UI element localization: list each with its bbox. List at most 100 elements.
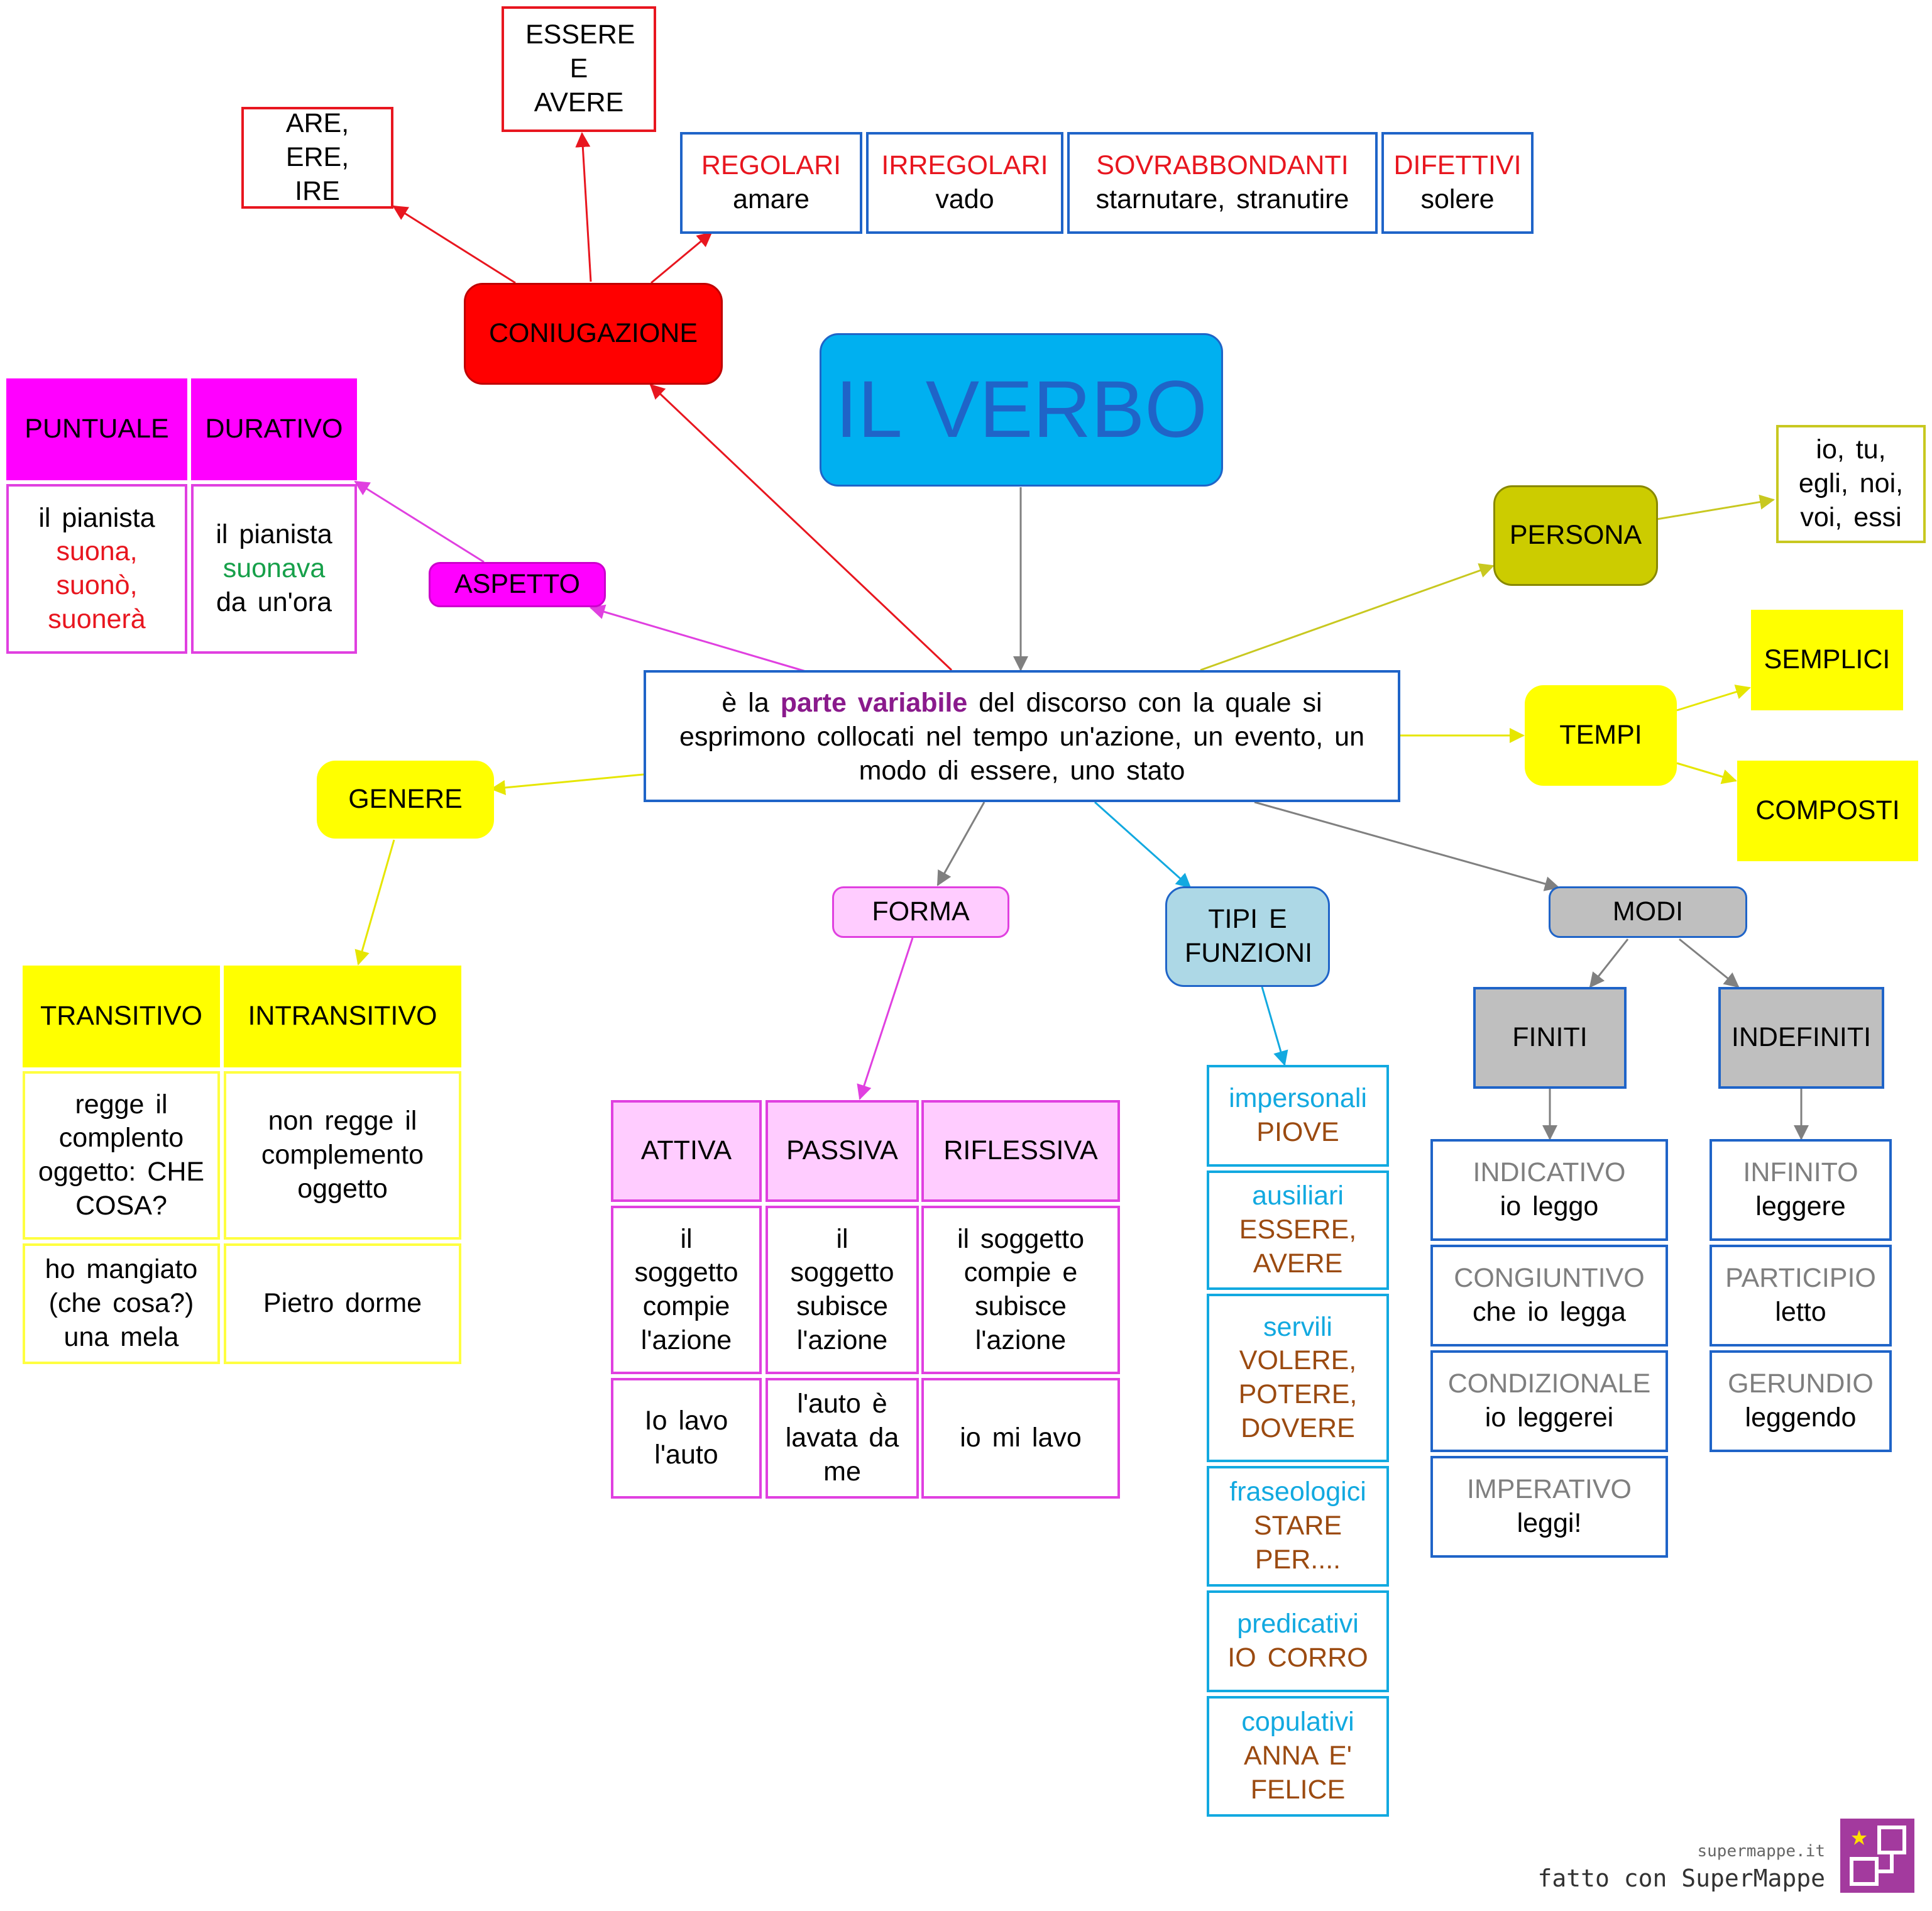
footer-site: supermappe.it <box>1697 1842 1826 1861</box>
coniugazione-label: CONIUGAZIONE <box>488 318 698 349</box>
attiva-def-text: il soggetto compie l'azione <box>634 1223 738 1355</box>
modi-node: MODI <box>1549 886 1747 938</box>
are-ere-ire-node: ARE, ERE, IRE <box>241 107 393 209</box>
essere-avere-text: ESSERE E AVERE <box>525 19 635 118</box>
sovrabbondanti-node: SOVRABBONDANTI starnutare, stranutire <box>1067 132 1378 234</box>
attiva-header: ATTIVA <box>611 1100 762 1202</box>
impersonali-label: impersonali <box>1229 1083 1367 1114</box>
durativo-example-a: il pianista <box>216 519 332 550</box>
definition-highlight: parte variabile <box>780 688 968 718</box>
composti-label: COMPOSTI <box>1755 795 1900 826</box>
tipi-predicativi: predicativi IO CORRO <box>1207 1590 1389 1692</box>
are-ere-ire-text: ARE, ERE, IRE <box>285 108 349 206</box>
semplici-node: SEMPLICI <box>1751 610 1903 710</box>
tipi-fraseologici: fraseologici STARE PER.... <box>1207 1466 1389 1587</box>
condizionale-label: CONDIZIONALE <box>1447 1369 1651 1399</box>
modo-indicativo: INDICATIVO io leggo <box>1430 1139 1668 1241</box>
regolari-label: REGOLARI <box>701 150 842 181</box>
durativo-example: il pianista suonava da un'ora <box>191 484 357 654</box>
copulativi-example: ANNA E' FELICE <box>1244 1741 1352 1805</box>
intransitivo-label: INTRANSITIVO <box>248 1001 437 1032</box>
modo-participio: PARTICIPIO letto <box>1710 1245 1892 1347</box>
intransitivo-definition: non regge il complemento oggetto <box>224 1071 461 1240</box>
regolari-example: amare <box>733 184 810 214</box>
title-node: IL VERBO <box>820 333 1223 487</box>
puntuale-example: il pianista suona, suonò, suonerà <box>6 484 187 654</box>
forma-node: FORMA <box>832 886 1009 938</box>
regolari-node: REGOLARI amare <box>680 132 862 234</box>
servili-example: VOLERE, POTERE, DOVERE <box>1238 1345 1358 1443</box>
supermappe-logo-icon <box>1840 1819 1914 1893</box>
tempi-node: TEMPI <box>1525 685 1677 786</box>
ausiliari-label: ausiliari <box>1252 1181 1344 1211</box>
genere-label: GENERE <box>348 784 463 815</box>
modo-imperativo: IMPERATIVO leggi! <box>1430 1456 1668 1558</box>
participio-example: letto <box>1775 1297 1826 1327</box>
tipi-node: TIPI E FUNZIONI <box>1165 886 1330 987</box>
irregolari-example: vado <box>935 184 994 214</box>
footer: supermappe.it fatto con SuperMappe <box>1537 1842 1825 1892</box>
durativo-example-b: suonava <box>222 553 326 584</box>
irregolari-label: IRREGOLARI <box>881 150 1048 181</box>
gerundio-example: leggendo <box>1745 1402 1857 1433</box>
passiva-def-text: il soggetto subisce l'azione <box>790 1223 894 1355</box>
modo-infinito: INFINITO leggere <box>1710 1139 1892 1241</box>
aspetto-node: ASPETTO <box>429 562 606 607</box>
persona-label: PERSONA <box>1509 520 1642 551</box>
essere-avere-node: ESSERE E AVERE <box>502 6 656 132</box>
gerundio-label: GERUNDIO <box>1728 1369 1874 1399</box>
indefiniti-node: INDEFINITI <box>1718 987 1884 1089</box>
difettivi-example: solere <box>1420 184 1495 214</box>
puntuale-header: PUNTUALE <box>6 378 187 480</box>
predicativi-example: IO CORRO <box>1227 1643 1368 1673</box>
transitivo-label: TRANSITIVO <box>40 1001 203 1032</box>
copulativi-label: copulativi <box>1241 1707 1354 1738</box>
forma-label: FORMA <box>872 896 970 927</box>
infinito-example: leggere <box>1755 1191 1846 1221</box>
fraseologici-example: STARE PER.... <box>1253 1511 1342 1575</box>
durativo-label: DURATIVO <box>205 414 343 444</box>
tipi-label: TIPI E FUNZIONI <box>1185 904 1313 968</box>
riflessiva-ex-text: io mi lavo <box>960 1423 1082 1453</box>
puntuale-example-b: suona, suonò, suonerà <box>48 536 146 634</box>
intransitivo-header: INTRANSITIVO <box>224 966 461 1067</box>
tempi-label: TEMPI <box>1559 720 1642 751</box>
definition-node: è la parte variabile del discorso con la… <box>644 670 1400 802</box>
passiva-header: PASSIVA <box>766 1100 919 1202</box>
sovrabbondanti-example: starnutare, stranutire <box>1095 184 1349 214</box>
intransitivo-example: Pietro dorme <box>224 1243 461 1364</box>
sovrabbondanti-label: SOVRABBONDANTI <box>1096 150 1349 181</box>
transitivo-example: ho mangiato (che cosa?) una mela <box>23 1243 220 1364</box>
tipi-servili: servili VOLERE, POTERE, DOVERE <box>1207 1294 1389 1462</box>
riflessiva-definition: il soggetto compie e subisce l'azione <box>921 1206 1120 1374</box>
attiva-definition: il soggetto compie l'azione <box>611 1206 762 1374</box>
definition-rest: del discorso con la quale si esprimono c… <box>679 688 1365 786</box>
definition-start: è la <box>722 688 769 718</box>
composti-node: COMPOSTI <box>1737 761 1918 861</box>
finiti-node: FINITI <box>1473 987 1627 1089</box>
page-title: IL VERBO <box>835 365 1207 454</box>
infinito-label: INFINITO <box>1743 1157 1858 1188</box>
intransitivo-ex-text: Pietro dorme <box>263 1288 422 1319</box>
transitivo-ex-text: ho mangiato (che cosa?) una mela <box>45 1254 198 1352</box>
fraseologici-label: fraseologici <box>1229 1477 1366 1507</box>
passiva-ex-text: l'auto è lavata da me <box>785 1389 899 1487</box>
persona-list: io, tu, egli, noi, voi, essi <box>1798 434 1904 532</box>
puntuale-example-a: il pianista <box>38 502 155 533</box>
riflessiva-def-text: il soggetto compie e subisce l'azione <box>957 1223 1085 1355</box>
finiti-label: FINITI <box>1512 1022 1588 1053</box>
persona-list-node: io, tu, egli, noi, voi, essi <box>1776 425 1926 543</box>
servili-label: servili <box>1263 1311 1332 1342</box>
semplici-label: SEMPLICI <box>1764 644 1891 675</box>
attiva-example: Io lavo l'auto <box>611 1378 762 1499</box>
transitivo-def-text: regge il complento oggetto: CHE COSA? <box>38 1089 205 1221</box>
tipi-ausiliari: ausiliari ESSERE, AVERE <box>1207 1170 1389 1290</box>
imperativo-label: IMPERATIVO <box>1466 1474 1632 1505</box>
indicativo-label: INDICATIVO <box>1473 1157 1626 1188</box>
puntuale-label: PUNTUALE <box>25 414 169 444</box>
persona-node: PERSONA <box>1493 485 1658 586</box>
intransitivo-def-text: non regge il complemento oggetto <box>261 1106 424 1204</box>
modi-label: MODI <box>1612 896 1684 927</box>
difettivi-node: DIFETTIVI solere <box>1381 132 1534 234</box>
